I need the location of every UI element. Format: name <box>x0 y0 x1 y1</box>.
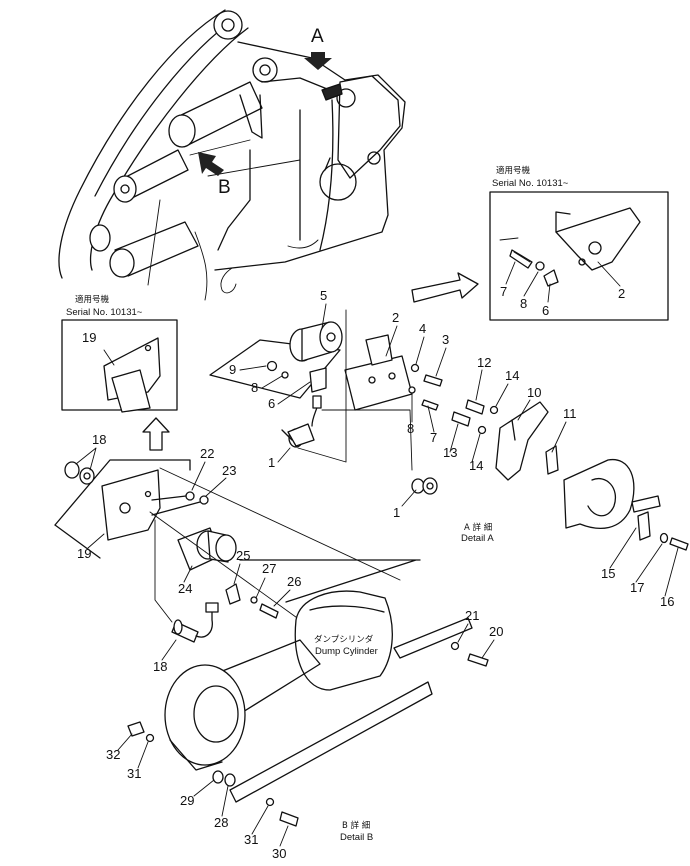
pointer-arrow-right <box>411 272 479 303</box>
serial-left-label: Serial No. 10131~ <box>66 307 143 318</box>
b-callout-27: 27 <box>262 561 276 576</box>
b-callout-22: 22 <box>200 446 214 461</box>
b-callout-29: 29 <box>180 793 194 808</box>
a-callout-8b: 8 <box>407 421 414 436</box>
box-right-callout-7: 7 <box>500 284 507 299</box>
a-callout-1b: 1 <box>393 505 400 520</box>
b-callout-18a: 18 <box>92 432 106 447</box>
a-callout-4: 4 <box>419 321 426 336</box>
b-callout-31b: 31 <box>244 832 258 847</box>
a-callout-14a: 14 <box>505 368 519 383</box>
box-right-callout-6: 6 <box>542 303 549 318</box>
b-callout-23: 23 <box>222 463 236 478</box>
serial-right-box <box>489 191 669 321</box>
a-callout-1a: 1 <box>268 455 275 470</box>
a-callout-10: 10 <box>527 385 541 400</box>
a-callout-17: 17 <box>630 580 644 595</box>
box-right-callout-2: 2 <box>618 286 625 301</box>
box-left-callout-19: 19 <box>82 330 96 345</box>
detail-b-jp: B 詳 細 <box>342 820 370 831</box>
detail-b-leaders <box>75 447 495 847</box>
b-callout-31a: 31 <box>127 766 141 781</box>
detail-b-assembly <box>54 459 489 827</box>
b-callout-32: 32 <box>106 747 120 762</box>
b-callout-25: 25 <box>236 548 250 563</box>
a-callout-15: 15 <box>601 566 615 581</box>
b-callout-28: 28 <box>214 815 228 830</box>
b-callout-20: 20 <box>489 624 503 639</box>
serial-inset-left: 適用号機 Serial No. 10131~ <box>61 294 178 413</box>
b-callout-18b: 18 <box>153 659 167 674</box>
a-callout-6: 6 <box>268 396 275 411</box>
detail-a-leaders <box>239 303 679 597</box>
serial-left-jp: 適用号機 <box>75 294 110 305</box>
detail-b-label: Detail B <box>340 832 373 843</box>
a-callout-2: 2 <box>392 310 399 325</box>
a-callout-14b: 14 <box>469 458 483 473</box>
b-callout-26: 26 <box>287 574 301 589</box>
serial-left-box <box>61 319 178 411</box>
serial-right-label: Serial No. 10131~ <box>492 178 569 189</box>
a-callout-5: 5 <box>320 288 327 303</box>
a-callout-7: 7 <box>430 430 437 445</box>
loader-frame-illustration <box>58 9 406 301</box>
pointer-arrow-up <box>142 417 170 451</box>
detail-a-jp: A 詳 細 <box>464 522 492 533</box>
dump-cylinder-label: Dump Cylinder <box>315 646 378 657</box>
dump-cylinder-jp: ダンプシリンダ <box>314 634 374 645</box>
a-callout-11: 11 <box>563 406 577 421</box>
a-callout-3: 3 <box>442 332 449 347</box>
b-callout-19: 19 <box>77 546 91 561</box>
box-right-leaders <box>505 261 621 303</box>
view-marker-a: A <box>311 26 324 47</box>
b-callout-24: 24 <box>178 581 192 596</box>
a-callout-16: 16 <box>660 594 674 609</box>
a-callout-9: 9 <box>229 362 236 377</box>
a-callout-12: 12 <box>477 355 491 370</box>
b-callout-21: 21 <box>465 608 479 623</box>
serial-inset-right: 適用号機 Serial No. 10131~ <box>489 165 669 321</box>
b-callout-30: 30 <box>272 846 286 861</box>
a-callout-13: 13 <box>443 445 457 460</box>
a-callout-8a: 8 <box>251 380 258 395</box>
box-right-callout-8: 8 <box>520 296 527 311</box>
view-marker-b: B <box>218 177 231 198</box>
detail-a-label: Detail A <box>461 533 494 544</box>
serial-right-jp: 適用号機 <box>496 165 531 176</box>
